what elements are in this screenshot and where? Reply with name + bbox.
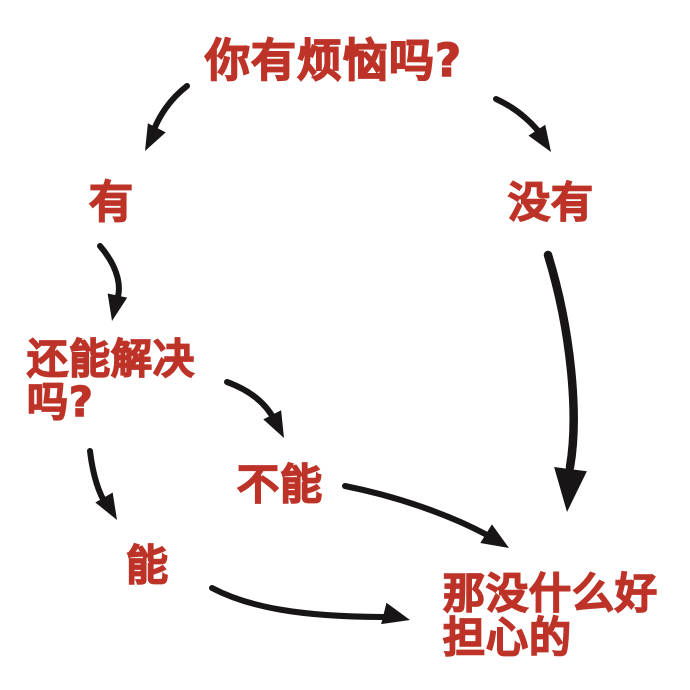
question-node: 你有烦恼吗?	[204, 34, 463, 87]
solvable-question-node: 还能解决 吗?	[26, 335, 195, 426]
arrow-no-to-conclusion	[543, 250, 587, 512]
arrow-cannot-to-conclusion	[342, 483, 509, 548]
conclusion-node: 那没什么好 担心的	[442, 569, 659, 662]
arrow-question-to-no	[493, 96, 551, 152]
arrow-solvable-to-can	[87, 448, 117, 520]
arrow-yes-to-solvable	[97, 243, 128, 321]
arrow-solvable-to-cannot	[224, 379, 284, 438]
no-node: 没有	[507, 178, 595, 227]
cannot-node: 不能	[236, 460, 324, 509]
yes-node: 有	[88, 177, 134, 228]
arrow-can-to-conclusion	[209, 585, 410, 625]
arrow-question-to-yes	[145, 83, 190, 151]
can-node: 能	[125, 541, 170, 590]
